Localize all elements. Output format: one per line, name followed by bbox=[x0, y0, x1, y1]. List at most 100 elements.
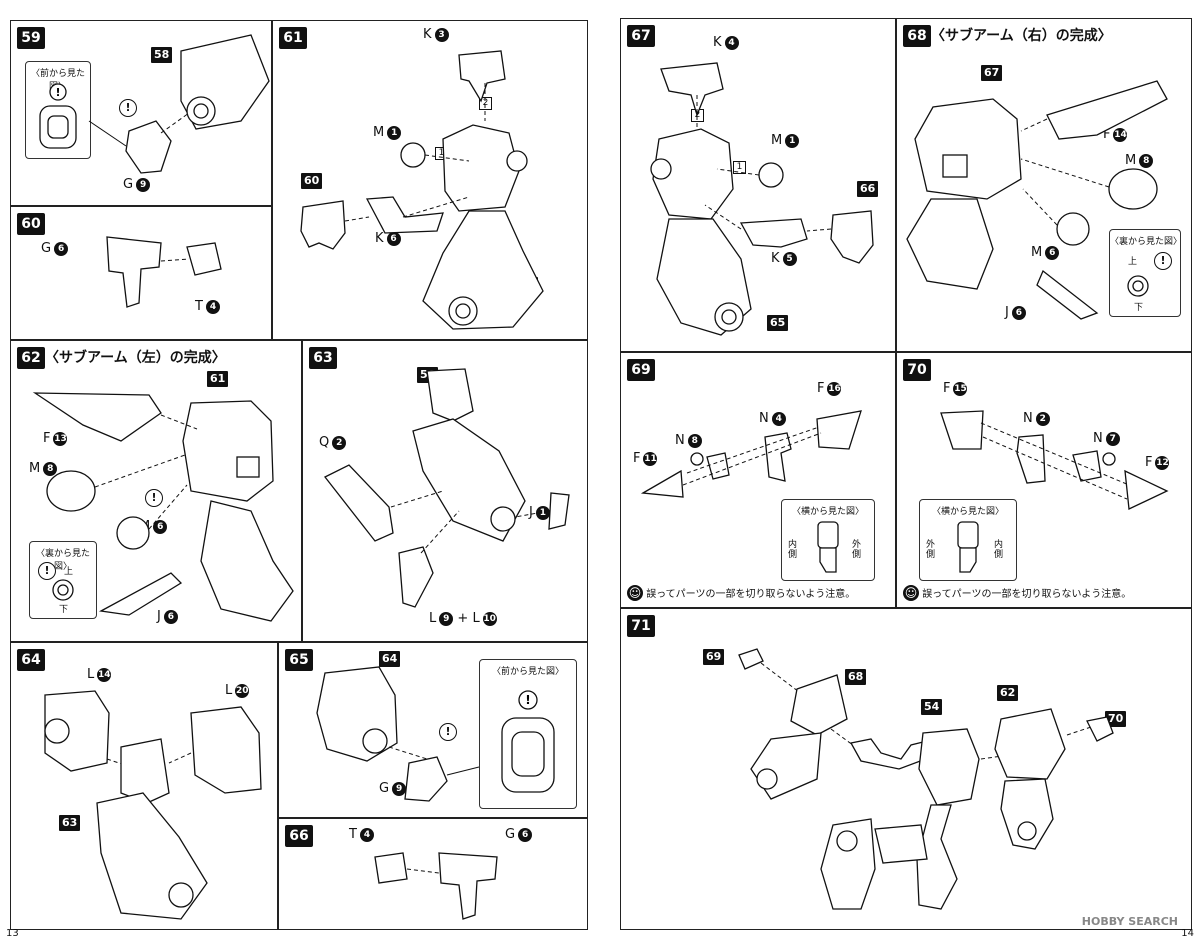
step-number: 61 bbox=[279, 27, 307, 49]
front-view-diagram: ! bbox=[501, 690, 555, 793]
up-label: 上 bbox=[1128, 257, 1138, 267]
up-label: 上 bbox=[64, 567, 74, 577]
attention-icon: ! bbox=[439, 723, 457, 741]
step-number: 71 bbox=[627, 615, 655, 637]
step-number: 70 bbox=[903, 359, 931, 381]
step-65-diagram bbox=[316, 666, 480, 802]
sequence-2: 2 bbox=[479, 97, 492, 110]
step-number: 69 bbox=[627, 359, 655, 381]
step-number: 59 bbox=[17, 27, 45, 49]
step-59-diagram bbox=[88, 34, 270, 174]
step-70-diagram bbox=[940, 410, 1169, 510]
ref-part-67: 67 bbox=[981, 65, 1003, 81]
step-number: 67 bbox=[627, 25, 655, 47]
ref-part: 58 bbox=[151, 47, 173, 63]
attention-icon: ! bbox=[119, 99, 137, 117]
ref-part-62: 62 bbox=[997, 685, 1019, 701]
ref-part-65: 65 bbox=[767, 315, 789, 331]
step-title: 〈サブアーム（左）の完成〉 bbox=[45, 350, 226, 366]
caution-icon: ☺ bbox=[903, 585, 919, 601]
ref-part-64: 64 bbox=[379, 651, 401, 667]
step-number: 63 bbox=[309, 347, 337, 369]
step-63-panel: 63 56 Q2 J1 L9 + L10 bbox=[302, 340, 588, 642]
step-67-panel: 67 K4 M1 K5 66 65 1 2 bbox=[620, 18, 896, 352]
step-71-panel: 71 69 68 54 62 70 bbox=[620, 608, 1192, 930]
back-view-box: 〈裏から見た図〉 ! 上 下 bbox=[29, 541, 97, 619]
side-view-box: 〈横から見た図〉 外側 内側 bbox=[919, 499, 1017, 581]
ref-part-69: 69 bbox=[703, 649, 725, 665]
step-number: 64 bbox=[17, 649, 45, 671]
step-63-diagram bbox=[323, 368, 570, 608]
view-note: 〈横から見た図〉 bbox=[931, 507, 1004, 517]
view-note: 〈裏から見た図〉 bbox=[1110, 237, 1183, 247]
step-59-panel: 59 58 〈前から見た図〉 ! ! G9 bbox=[10, 20, 272, 206]
ref-part-68: 68 bbox=[845, 669, 867, 685]
svg-text:!: ! bbox=[525, 693, 530, 707]
step-67-diagram bbox=[650, 62, 874, 336]
step-62-diagram bbox=[32, 392, 294, 622]
view-note: 〈横から見た図〉 bbox=[791, 507, 864, 517]
watermark: HOBBY SEARCH bbox=[1081, 915, 1178, 928]
side-view-diagram bbox=[957, 521, 979, 573]
attention-icon: ! bbox=[1154, 252, 1172, 270]
ref-part-70: 70 bbox=[1105, 711, 1127, 727]
ref-part-66: 66 bbox=[857, 181, 879, 197]
view-note: 〈裏から見た図〉 bbox=[35, 549, 90, 572]
front-view-diagram: ! bbox=[39, 83, 77, 149]
step-71-diagram bbox=[738, 648, 1114, 910]
left-page: 59 58 〈前から見た図〉 ! ! G9 60 G6 T4 bbox=[0, 0, 590, 942]
outer-label: 外側 bbox=[852, 540, 862, 560]
ref-part-60: 60 bbox=[301, 173, 323, 189]
step-number: 60 bbox=[17, 213, 45, 235]
step-66-diagram bbox=[374, 852, 498, 920]
front-view-box: 〈前から見た図〉 ! bbox=[479, 659, 577, 809]
attention-icon: ! bbox=[145, 489, 163, 507]
inner-label: 内側 bbox=[994, 540, 1004, 560]
side-view-diagram bbox=[817, 521, 839, 573]
step-number: 68 bbox=[903, 25, 931, 47]
back-view-diagram bbox=[52, 579, 74, 601]
view-note: 〈前から見た図〉 bbox=[491, 667, 564, 677]
page-number: 14 bbox=[1181, 928, 1194, 939]
step-title: 〈サブアーム（右）の完成〉 bbox=[931, 28, 1112, 44]
svg-text:!: ! bbox=[55, 86, 60, 99]
down-label: 下 bbox=[1134, 303, 1144, 313]
down-label: 下 bbox=[59, 605, 69, 615]
step-69-diagram bbox=[640, 410, 862, 498]
caution-icon: ☺ bbox=[627, 585, 643, 601]
back-view-diagram bbox=[1127, 275, 1149, 297]
step-number: 66 bbox=[285, 825, 313, 847]
step-number: 62 bbox=[17, 347, 45, 369]
right-page: 67 K4 M1 K5 66 65 1 2 68 〈サブアーム（右）の完成〉 6… bbox=[612, 0, 1200, 942]
ref-part-61: 61 bbox=[207, 371, 229, 387]
back-view-box: 〈裏から見た図〉 上 ! 下 bbox=[1109, 229, 1183, 317]
page-number: 13 bbox=[6, 928, 19, 939]
